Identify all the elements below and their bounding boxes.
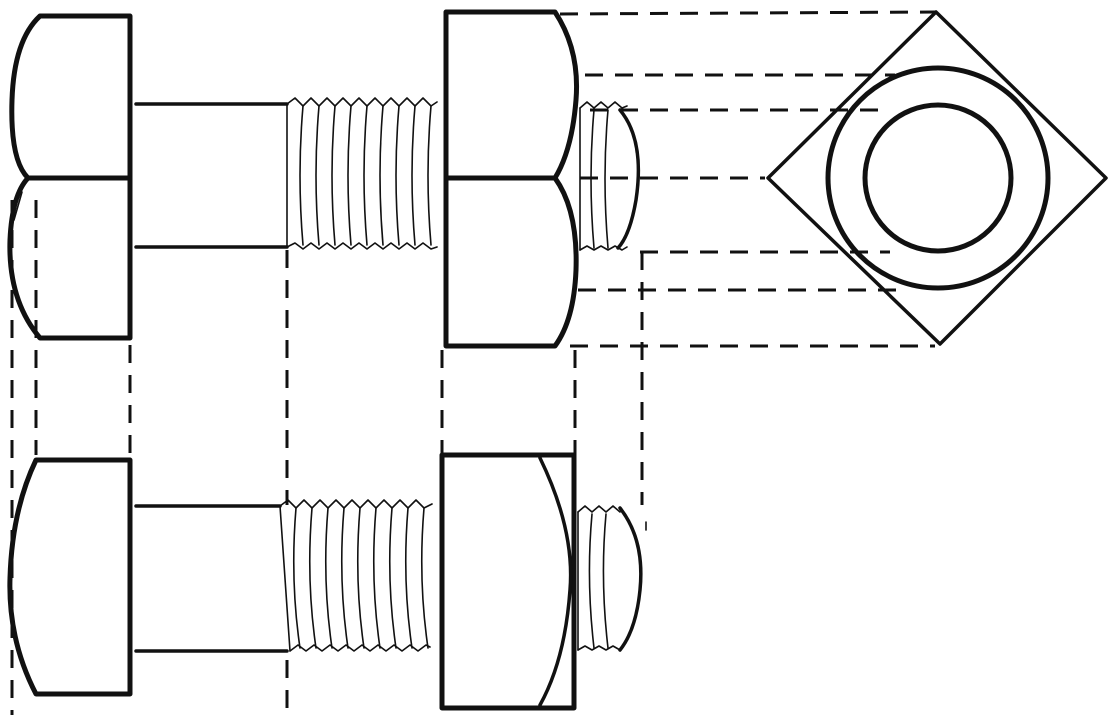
thread-lines-front: [299, 105, 432, 246]
top-view: [7, 452, 647, 711]
hex-nut-top: [439, 452, 577, 711]
bolt-head-top: [7, 457, 133, 697]
projection-line-top-corner: [559, 10, 936, 16]
nut-bearing-circle: [825, 65, 1051, 291]
end-view: [766, 10, 1108, 346]
front-view: [7, 9, 641, 349]
thread-top: [279, 499, 433, 652]
bolt-tip-front: [579, 101, 641, 251]
bolt-tip-top: [577, 505, 647, 652]
thread-front: [286, 97, 438, 250]
bolt-shank-top: [134, 504, 289, 653]
thread-lines-top: [292, 507, 429, 649]
bolt-head-front: [7, 13, 133, 341]
bolt-bore-circle: [862, 102, 1014, 254]
nut-end-outline: [766, 10, 1108, 346]
projection-lines: [10, 10, 936, 715]
bolt-shank-front: [134, 102, 289, 249]
hex-nut-front: [443, 9, 580, 349]
